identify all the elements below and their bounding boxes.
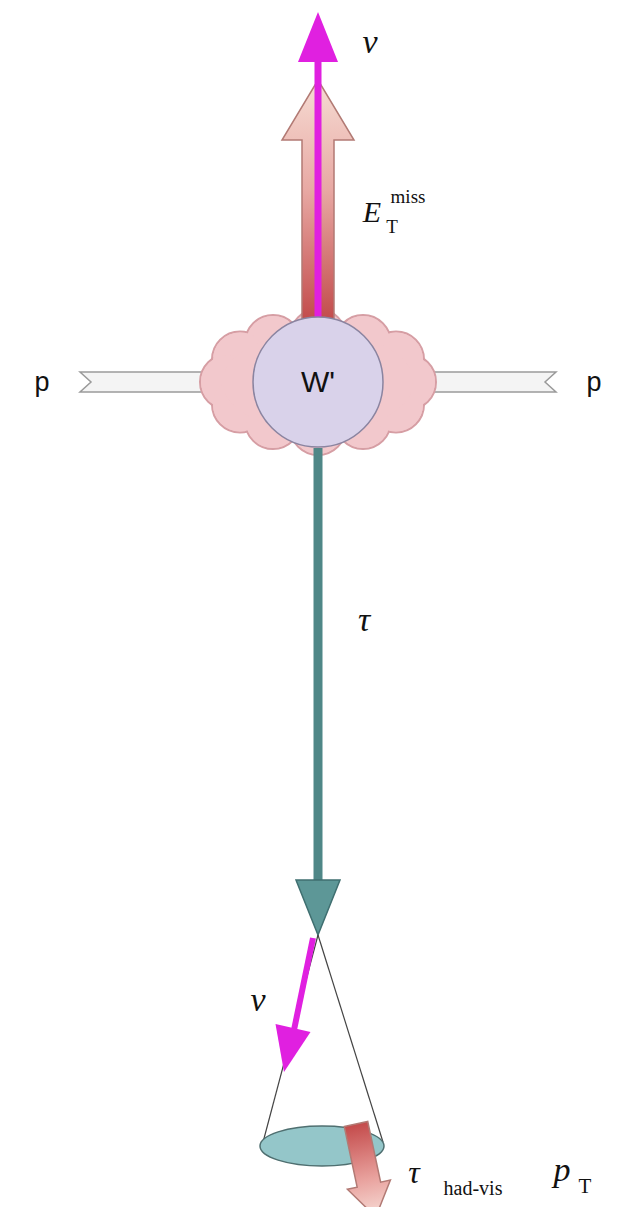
cone-line — [262, 935, 318, 1146]
momentum-symbol: p — [554, 1153, 571, 1187]
momentum-subscript: T — [579, 1176, 592, 1197]
proton-label: p — [34, 369, 49, 396]
energy-symbol: E — [363, 197, 381, 227]
interaction-cloud-fill — [201, 310, 435, 454]
boson-circle: W' — [252, 316, 384, 448]
boson-label: W' — [301, 367, 335, 397]
tau-label: τ — [358, 603, 370, 637]
interaction-cloud — [200, 309, 436, 455]
tau-subscript: had-vis — [444, 1178, 503, 1198]
energy-subscript: T — [386, 217, 398, 236]
cone-line — [318, 935, 383, 1142]
energy-superscript: miss — [391, 187, 426, 206]
neutrino-arrowhead — [298, 12, 338, 62]
proton-label: p — [586, 369, 601, 396]
neutrino-line — [294, 938, 313, 1030]
visible-tau-arrow — [334, 1119, 397, 1207]
neutrino-label: ν — [362, 25, 377, 59]
tau-arrowhead — [296, 880, 340, 935]
neutrino-line — [315, 58, 322, 318]
neutrino-label: ν — [250, 983, 265, 1017]
tau-line — [314, 448, 323, 882]
neutrino-arrowhead — [276, 1024, 311, 1072]
tau-symbol: τ — [408, 1156, 419, 1188]
